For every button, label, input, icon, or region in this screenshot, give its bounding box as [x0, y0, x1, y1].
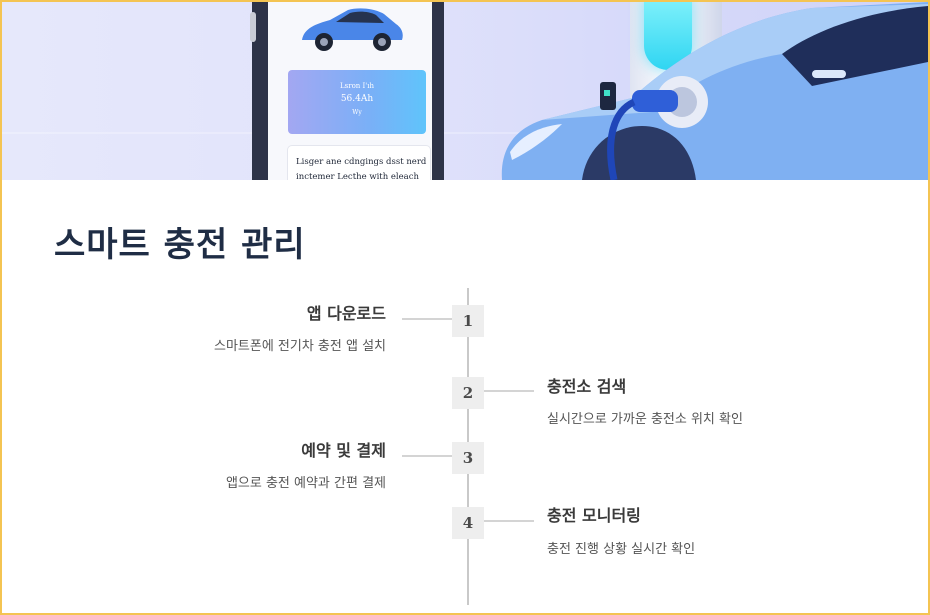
step-number-badge: 4 — [452, 507, 484, 539]
electric-car-illustration — [501, 2, 928, 180]
step-connector — [484, 520, 534, 522]
step-number-badge: 2 — [452, 377, 484, 409]
step-connector — [402, 318, 452, 320]
step-number-badge: 3 — [452, 442, 484, 474]
page-title: 스마트 충전 관리 — [54, 225, 306, 265]
step-title-station-search: 충전소 검색 — [547, 377, 627, 396]
step-number-badge: 1 — [452, 305, 484, 337]
hero-illustration: Lsron I'ıh 56.4Ah Wy Lisger ane cdngings… — [2, 2, 928, 180]
battery-status-card: Lsron I'ıh 56.4Ah Wy — [288, 70, 426, 134]
step-connector — [402, 455, 452, 457]
smartphone-illustration: Lsron I'ıh 56.4Ah Wy Lisger ane cdngings… — [250, 2, 444, 180]
step-description: 스마트폰에 전기차 충전 앱 설치 — [213, 339, 386, 354]
phone-screen: Lsron I'ıh 56.4Ah Wy Lisger ane cdngings… — [268, 2, 432, 180]
car-thumbnail-icon — [302, 8, 403, 51]
step-description: 실시간으로 가까운 충전소 위치 확인 — [547, 412, 743, 427]
step-description: 충전 진행 상황 실시간 확인 — [547, 542, 696, 557]
step-connector — [484, 390, 534, 392]
step-title-reservation-payment: 예약 및 결제 — [301, 441, 386, 460]
phone-info-note: Lisger ane cdngings dsst nerd inctemer L… — [288, 146, 430, 180]
step-title-charging-monitoring: 충전 모니터링 — [547, 506, 641, 525]
step-title-app-download: 앱 다운로드 — [306, 304, 386, 323]
step-description: 앱으로 충전 예약과 간편 결제 — [225, 476, 386, 491]
